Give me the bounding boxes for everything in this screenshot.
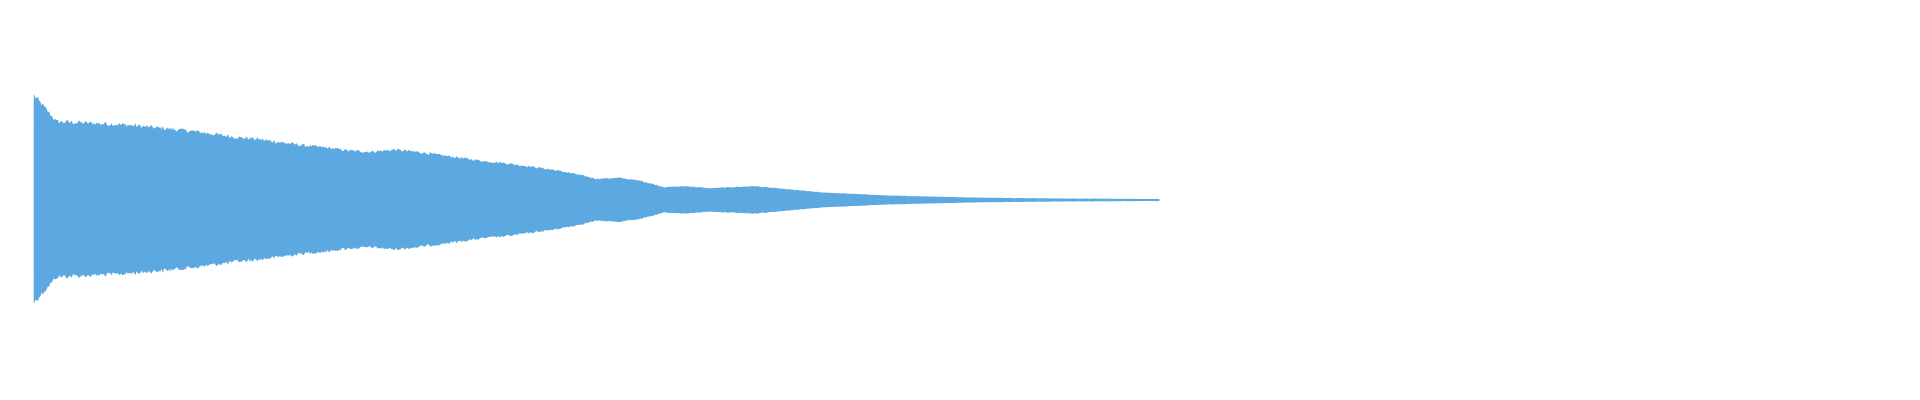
waveform-envelope [33, 94, 1160, 304]
